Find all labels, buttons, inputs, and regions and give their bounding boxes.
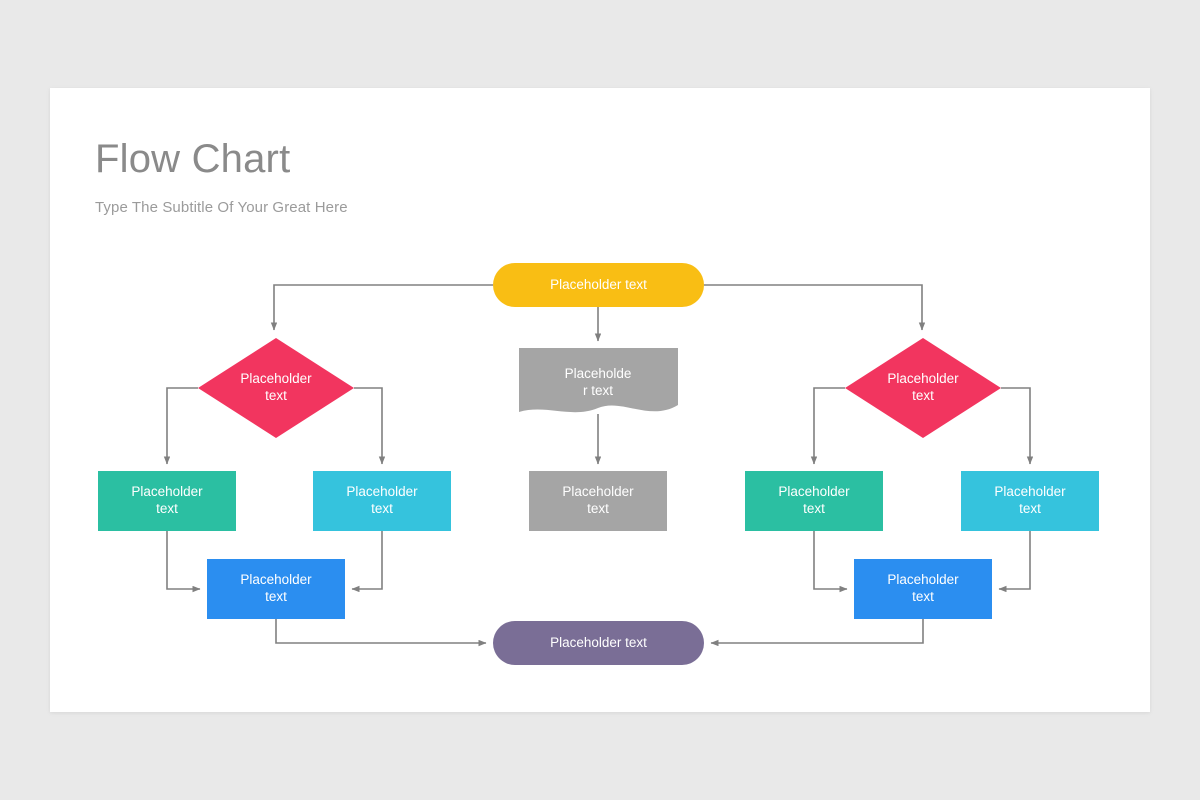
edge-n4-n8 [810,387,845,465]
edge-n1-n4 [704,284,926,331]
decision-node-left[interactable] [198,338,354,438]
connector-layer [163,284,1034,647]
edge-n4-n9 [1001,387,1034,465]
edge-n9-n11 [998,531,1031,593]
start-node[interactable] [493,263,704,307]
process-node-center-gray[interactable] [529,471,667,531]
edge-n5-n10 [166,531,201,593]
merge-node-left-blue[interactable] [207,559,345,619]
edge-n2-n6 [354,387,386,465]
edge-n11-n12 [710,619,924,647]
shape-layer [198,338,1001,438]
process-node-left-teal[interactable] [98,471,236,531]
end-node[interactable] [493,621,704,665]
edge-n10-n12 [275,619,487,647]
process-node-right-teal[interactable] [745,471,883,531]
edge-n2-n5 [163,387,198,465]
decision-node-right[interactable] [845,338,1001,438]
merge-node-right-blue[interactable] [854,559,992,619]
page-subtitle: Type The Subtitle Of Your Great Here [95,199,348,216]
edge-n1-n2 [270,284,493,331]
process-node-left-cyan[interactable] [313,471,451,531]
process-node-right-cyan[interactable] [961,471,1099,531]
document-node-center[interactable] [519,348,678,413]
page-title: Flow Chart [95,137,291,181]
edge-n6-n10 [351,531,383,593]
edge-n8-n11 [813,531,848,593]
